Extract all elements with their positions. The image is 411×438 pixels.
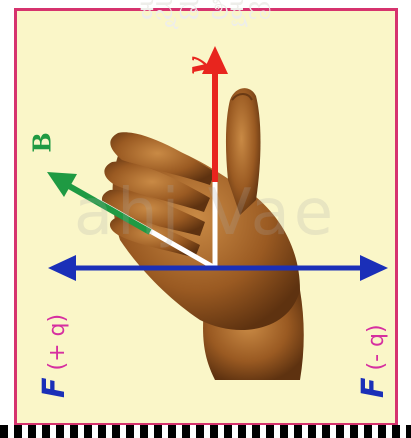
force-negative-symbol: F: [356, 377, 391, 399]
watermark-middle: ahj Vae: [73, 176, 338, 250]
force-positive-symbol: F: [37, 377, 72, 399]
magnetic-field-label: B: [27, 132, 57, 153]
velocity-arrow: [202, 46, 228, 182]
velocity-label: v: [181, 56, 217, 75]
magnetic-field-arrow: [47, 172, 152, 235]
force-negative-charge-label: F (- q): [356, 324, 391, 398]
force-positive-charge: (+ q): [45, 313, 70, 371]
force-negative-charge: (- q): [364, 324, 389, 371]
hand-illustration: [101, 88, 304, 380]
watermark-top: ಕನ್ನಡ ಶಿಕ್ಷಣ: [139, 0, 272, 28]
force-positive-charge-label: F (+ q): [37, 314, 72, 398]
film-strip-border: [0, 425, 411, 438]
force-arrow: [48, 255, 388, 281]
